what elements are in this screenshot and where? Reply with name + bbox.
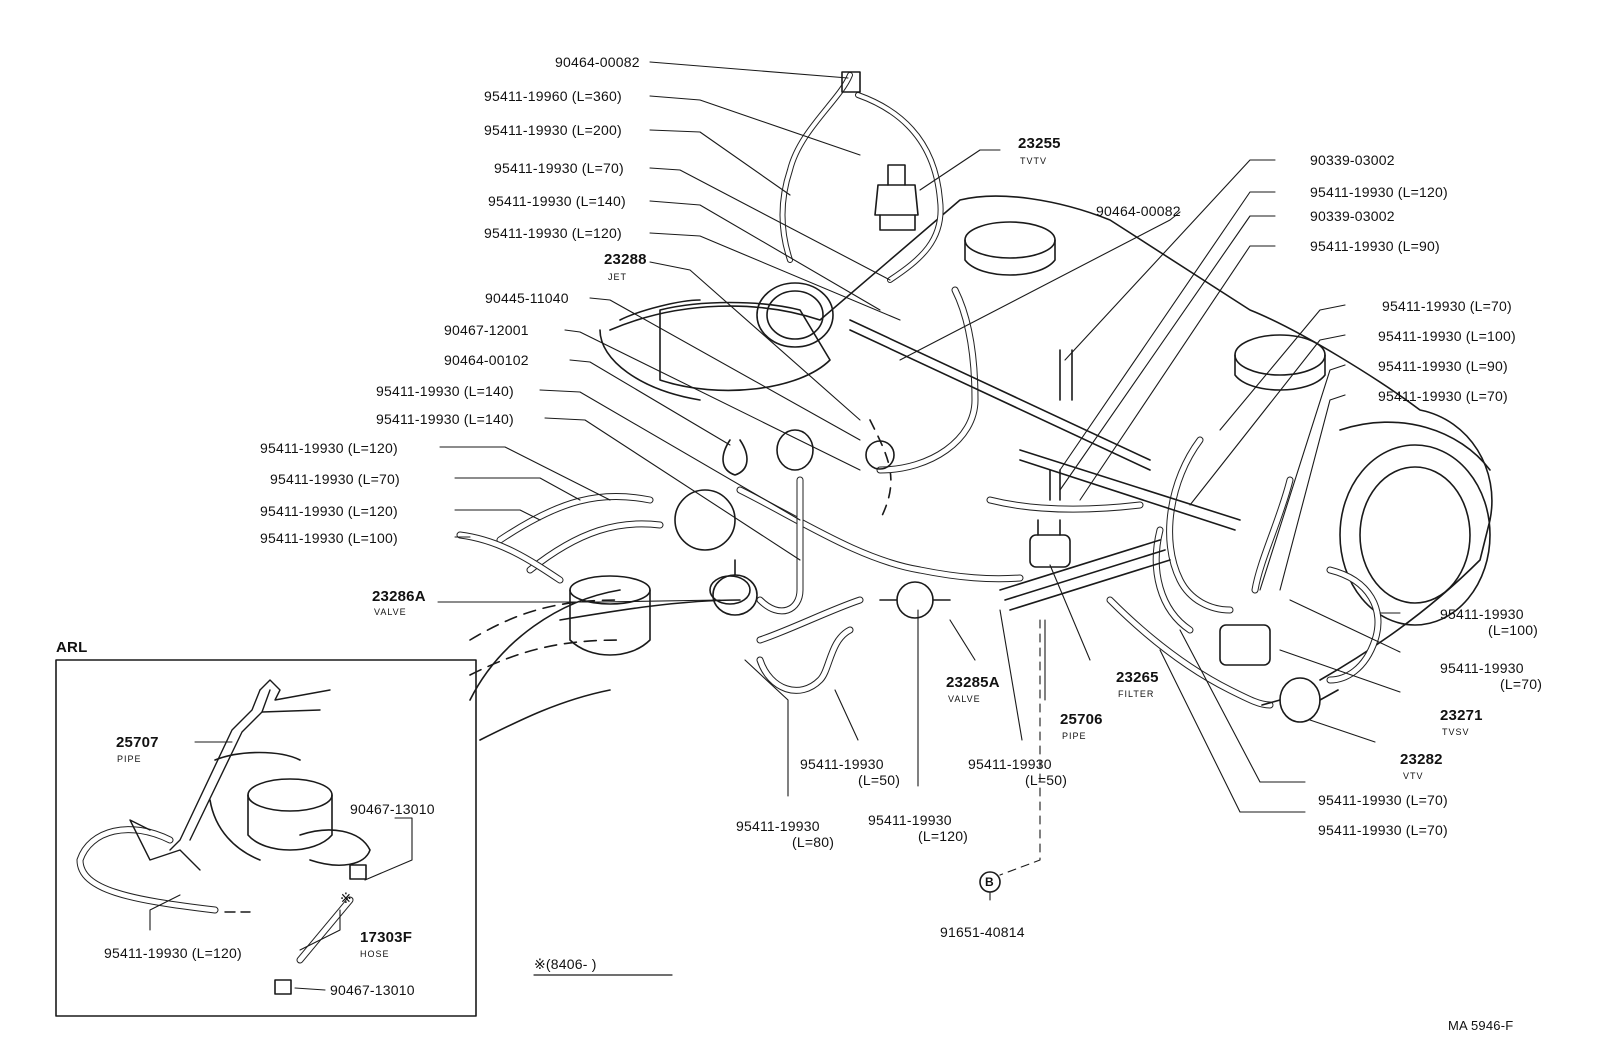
part-caption: PIPE [1062,731,1087,741]
part-label: 95411-19930 (L=140) [376,411,514,427]
reference-b-circle [979,871,1001,893]
part-label: 95411-19930 (L=120) [260,440,398,456]
part-label: 95411-19930 (L=120) [260,503,398,519]
part-label: 95411-19930 (L=140) [376,383,514,399]
part-caption: TVTV [1020,156,1048,166]
part-label: 95411-19930 (L=70) [1378,388,1508,404]
part-length: (L=50) [1025,772,1068,788]
tvtv-valve [874,184,919,216]
part-label: 95411-19930 (L=100) [260,530,398,546]
part-caption: JET [608,272,628,282]
part-number-23255: 23255 [1018,135,1061,152]
filter-23265 [1029,534,1071,568]
engine-outline [609,195,1493,681]
part-label: 95411-19930 (L=90) [1310,238,1440,254]
arl-inset-title: ARL [56,639,88,656]
part-number-23285a: 23285A [946,674,1000,691]
part-label: 95411-19930 (L=140) [488,193,626,209]
part-label: 90464-00102 [444,352,529,368]
vtv-23282 [1279,677,1321,723]
valve-23286a [712,574,758,616]
part-label: 95411-19930 (L=70) [494,160,624,176]
part-label: 90467-13010 [330,982,415,998]
part-length: (L=120) [918,828,969,844]
part-caption: VALVE [374,607,407,617]
part-label: 95411-19930 (L=120) [1310,184,1448,200]
part-label: 90467-12001 [444,322,529,338]
part-label: 90445-11040 [485,290,569,306]
top-clip [841,71,861,93]
part-label: 95411-19930 (L=120) [104,945,242,961]
part-caption: VTV [1403,771,1424,781]
pipe-90339 [1059,349,1073,401]
part-caption: VALVE [948,694,981,704]
part-label: 95411-19930 [736,818,820,834]
part-caption: FILTER [1118,689,1155,699]
part-label: 90464-00082 [555,54,640,70]
reservoir-cap [964,221,1056,259]
part-number-23288: 23288 [604,251,647,268]
part-label: 95411-19930 [868,812,952,828]
part-label: 90339-03002 [1310,152,1395,168]
part-label: 95411-19930 [800,756,884,772]
part-length: (L=70) [1500,676,1543,692]
part-label: 95411-19930 (L=70) [270,471,400,487]
part-number-25707: 25707 [116,734,159,751]
clamp-90464-00102 [722,439,748,476]
part-label: 95411-19930 [968,756,1052,772]
part-length: (L=80) [792,834,835,850]
inset-clamp-upper [349,864,367,880]
part-label: 95411-19930 (L=100) [1378,328,1516,344]
reference-b-letter: B [985,875,994,889]
part-label: 95411-19930 [1440,606,1524,622]
part-number-25706: 25706 [1060,711,1103,728]
part-label: 95411-19930 (L=70) [1382,298,1512,314]
tvsv-23271 [1219,624,1271,666]
inset-clamp-lower [274,979,292,995]
part-label: 95411-19930 [1440,660,1524,676]
part-label: 95411-19930 (L=70) [1318,792,1448,808]
part-caption: TVSV [1442,727,1470,737]
part-caption: PIPE [117,754,142,764]
part-number-23265: 23265 [1116,669,1159,686]
part-label: 95411-19930 (L=120) [484,225,622,241]
date-note: ※(8406- ) [534,956,597,972]
part-length: (L=50) [858,772,901,788]
part-length: (L=100) [1488,622,1539,638]
part-label: 95411-19930 (L=70) [1318,822,1448,838]
part-label: 91651-40814 [940,924,1025,940]
drawing-code: MA 5946-F [1448,1018,1514,1033]
date-mark: ※ [340,890,352,906]
part-label: 90464-00082 [1096,203,1181,219]
valve-23285a [896,581,934,619]
pulley [1339,444,1491,626]
part-label: 95411-19960 (L=360) [484,88,622,104]
radiator-cap [1234,334,1326,376]
part-label: 95411-19930 (L=200) [484,122,622,138]
part-number-17303f: 17303F [360,929,413,946]
part-number-23286a: 23286A [372,588,426,605]
part-number-23271: 23271 [1440,707,1483,724]
part-caption: HOSE [360,949,390,959]
arl-inset-frame [55,659,477,1017]
part-label: 90339-03002 [1310,208,1395,224]
part-label: 90467-13010 [350,801,435,817]
part-label: 95411-19930 (L=90) [1378,358,1508,374]
part-number-23282: 23282 [1400,751,1443,768]
